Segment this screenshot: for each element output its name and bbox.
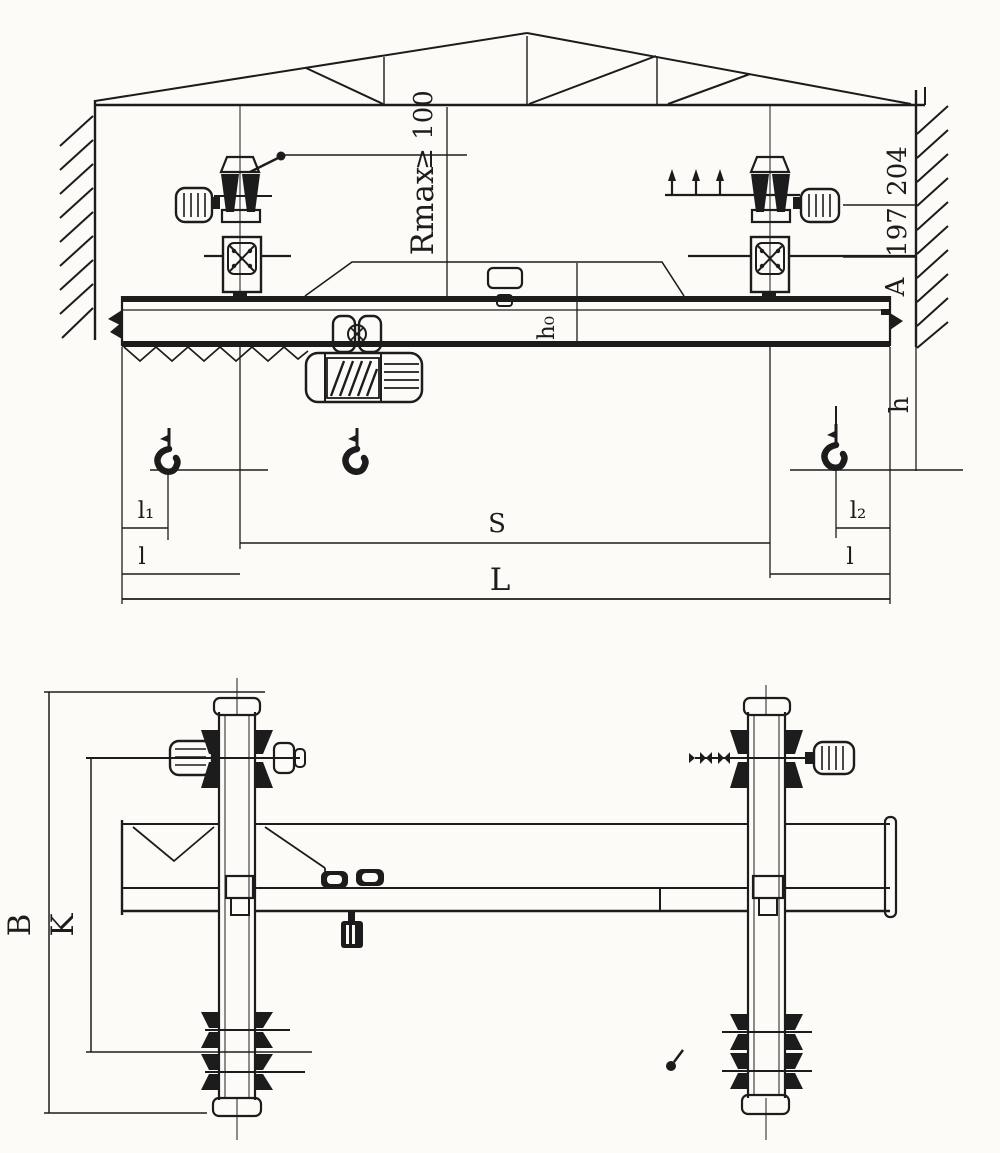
clearance-label: ≥ 100 [409,90,439,170]
drive-motor [799,187,841,224]
girder-depth-label: h₀ [534,316,560,340]
hook-radius-label: Rmax [405,166,441,255]
left-hook [157,428,177,472]
left-wall-hatching [59,100,97,340]
right-end-dim-label: l [846,544,853,570]
lever-arm [249,156,279,174]
dim-A-label: A [881,276,911,297]
left-hook-dim-label: l₁ [138,498,155,524]
wheelbase-label: K [45,913,81,937]
dim-197-label: 197 [883,207,913,257]
plan-right-carriage [740,696,792,1116]
wheel [221,174,239,212]
length-label: L [490,562,511,598]
plan-dimension-lines [44,691,265,1114]
overall-length-label: B [2,914,38,937]
wheel [772,174,790,212]
hoist-motor-fins [384,363,419,389]
rope-drum-hatching [329,360,379,397]
plan-hoist-trolley [321,869,384,948]
plan-view: B K [2,678,898,1140]
travel-motor [812,740,856,776]
span-label: S [488,509,506,539]
wheel [242,174,260,212]
right-end-stop-2 [881,309,890,315]
elevation-dimension-lines [121,107,963,604]
electric-hoist [304,314,424,404]
right-hook [824,424,844,468]
right-end-carriage [665,155,916,299]
elevation-view: ≥ 100 Rmax 204 197 A h₀ h S L l₁ l l₂ l [59,32,963,604]
left-end-carriage [174,151,291,299]
drive-motor [174,186,214,224]
hoist-body [304,351,424,404]
runway-hangers [239,105,771,296]
right-hook-dim-label: l₂ [850,498,867,524]
hoist-hook [345,428,365,472]
plan-right-idler-wheels [722,1014,812,1089]
hook-clearance-label: h [885,396,915,413]
small-hook-mark [666,1049,684,1071]
right-wall-hatching [914,90,949,349]
bridge-girder [108,261,903,363]
left-end-stop-2 [110,322,122,339]
left-end-dim-label: l [138,544,145,570]
wheel [751,174,769,212]
plan-left-drive-wheels [86,730,306,788]
left-end-stop [108,310,122,326]
plan-right-drive-wheels [689,730,856,788]
roof-truss [94,32,926,107]
plan-left-carriage [211,696,263,1118]
right-end-stop [890,313,903,330]
festoon-cable [123,345,309,363]
plan-left-idler-wheels [86,1012,312,1090]
current-collectors [668,169,724,195]
dim-204-label: 204 [883,146,913,196]
